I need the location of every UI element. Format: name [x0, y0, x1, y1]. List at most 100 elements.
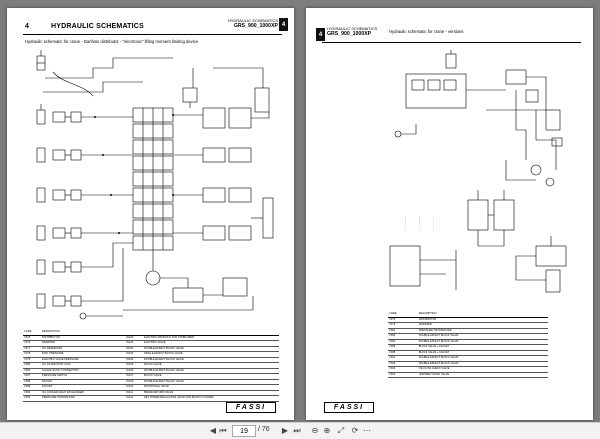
component-code: YA84 [388, 339, 418, 345]
schematic-caption: Hydraulic schematic for crane - versions [389, 29, 464, 34]
component-description: FAUCET [41, 384, 125, 391]
header-rule [322, 42, 581, 43]
component-description: DIVERTER [417, 322, 548, 329]
header-model: GRS_900_1000XP [327, 31, 372, 37]
header-section: HYDRAULIC SCHEMATICS [327, 26, 378, 31]
component-code: YA104 [124, 357, 144, 363]
component-description: PRESSURE SWITCH [41, 373, 125, 380]
component-description: OIL RESERVOIR [41, 346, 125, 352]
last-page-button[interactable]: ⏭ [293, 425, 301, 435]
rotate-icon[interactable]: ⟳ [351, 426, 359, 435]
table-header-row: CODE DESCRIPTION [388, 312, 548, 318]
page-right: 4 HYDRAULIC SCHEMATICS GRS_900_1000XP Hy… [306, 8, 593, 420]
prev-page-button[interactable]: ◀ [209, 426, 217, 435]
svg-text:- - - - - - - -: - - - - - - - - [403, 216, 407, 230]
component-description: ELECTRIC MANIFOLD FOR STABILIZERS [143, 335, 279, 341]
page-number-input[interactable] [232, 425, 256, 437]
column-header: DESCRIPTION [417, 312, 548, 318]
fassi-logo: FASSI [226, 402, 276, 413]
page-header-right: HYDRAULIC SCHEMATICS GRS_900_1000XP [228, 18, 278, 29]
column-header: DESCRIPTION [41, 330, 125, 336]
component-description: BLOCK VALVE + FAUCET [417, 344, 548, 351]
more-options-icon[interactable]: ⋯ [363, 426, 371, 435]
component-code: YA109 [124, 379, 144, 385]
component-code: YA105 [124, 362, 144, 369]
component-description: GAUGE QUICK CONNECTION [41, 368, 125, 374]
component-code: YA102 [124, 346, 144, 352]
component-code: YA88 [388, 350, 418, 356]
component-description: OIL FLOW CHECK VALVE [417, 366, 548, 373]
component-code: YA91 [388, 355, 418, 362]
component-description: BLOCK VALVE [143, 362, 279, 369]
component-description: DOUBLE EFFECT BLOCK VALVE [417, 333, 548, 340]
component-code: YA78 [23, 351, 42, 358]
first-page-button[interactable]: ⏮ [219, 425, 227, 435]
component-description: BLOCK VALVE + FAUCET [417, 350, 548, 356]
component-description: ELECTRIC VALVE [143, 340, 279, 347]
header-rule [23, 34, 282, 35]
component-description: DISTRIBUTOR [417, 317, 548, 323]
component-code: YA82 [388, 333, 418, 340]
component-code: YA101 [124, 340, 144, 347]
component-description: ROD. PRESSURE [41, 351, 125, 358]
component-code: YA88 [23, 379, 42, 385]
component-code: YA111 [124, 390, 144, 396]
next-page-button[interactable]: ▶ [281, 426, 289, 435]
component-description: SINGLE EFFECT BLOCK VALVE [143, 351, 279, 358]
zoom-out-icon[interactable]: ⊖ [311, 426, 319, 435]
component-description: PRESSURE TRANSDUCER [417, 328, 548, 334]
column-header [124, 330, 144, 336]
viewer-toolbar: ◀ ⏮ / 76 ▶ ⏭ ⊖ ⊕ ⤢ ⟳ ⋯ [0, 422, 600, 439]
component-code: YA93 [388, 366, 418, 373]
column-header [143, 330, 279, 336]
component-code: YA112 [124, 395, 144, 402]
component-description: DOUBLE EFFECT BLOCK VALVE [143, 379, 279, 385]
component-description: PRESSURE TRANSDUCER [41, 395, 125, 402]
component-description: ROTATIONAL VALVE [143, 384, 279, 391]
header-section: HYDRAULIC SCHEMATICS [227, 18, 278, 23]
component-code: YA85 [23, 368, 42, 374]
component-code: YA94 [388, 372, 418, 378]
component-description: SET POWER REGULATOR VALVE FOR BOOM CYLIN… [143, 395, 279, 402]
fassi-logo: FASSI [324, 402, 374, 413]
component-description: ELECTRIC VALVE PRESSURE [41, 357, 125, 363]
column-header: CODE [23, 330, 42, 336]
component-description: DOUBLE EFFECT BLOCK VALVE [143, 357, 279, 363]
component-description: UNIDIRECTIONAL VALVE [417, 372, 548, 378]
zoom-in-icon[interactable]: ⊕ [323, 426, 331, 435]
component-code: YA96 [23, 395, 42, 402]
component-code: YA75 [388, 317, 418, 323]
fit-page-icon[interactable]: ⤢ [337, 425, 345, 435]
component-code: YA76 [388, 322, 418, 329]
svg-text:- - - - - - -: - - - - - - - [431, 218, 435, 230]
component-code: YA76 [23, 340, 42, 347]
component-code: YA87 [23, 373, 42, 380]
component-code: YA103 [124, 351, 144, 358]
hydraulic-schematic-diagram [36, 50, 274, 320]
component-code: YA79 [23, 357, 42, 363]
component-description: DOUBLE EFFECT BLOCK VALVE [417, 361, 548, 367]
component-code: YA77 [23, 346, 42, 352]
component-description: DOUBLE EFFECT BLOCK VALVE [143, 346, 279, 352]
page-left: 4 HYDRAULIC SCHEMATICS HYDRAULIC SCHEMAT… [7, 8, 294, 420]
component-description: BLOCK VALVE [143, 373, 279, 380]
component-description: DIVERTER [41, 340, 125, 347]
